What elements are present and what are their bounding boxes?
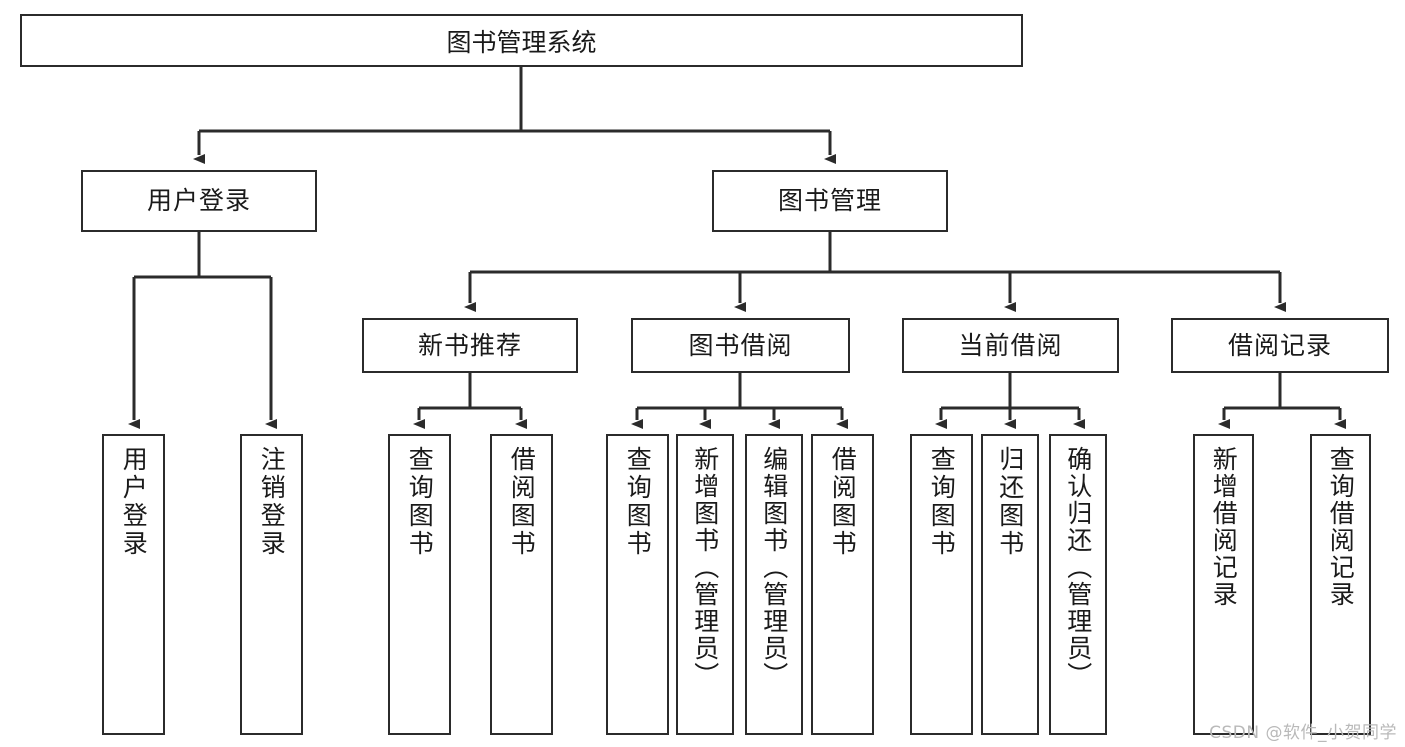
leaf-label: 查询借阅记录	[1326, 446, 1356, 608]
leaf-label: 新增图书（管理员）	[690, 446, 720, 689]
node-book-management[interactable]: 图书管理	[712, 170, 948, 232]
leaf-borrow-book[interactable]: 借阅图书	[811, 434, 874, 735]
leaf-query-borrow-record[interactable]: 查询借阅记录	[1310, 434, 1371, 735]
node-label: 图书管理	[777, 186, 882, 216]
leaf-add-borrow-record[interactable]: 新增借阅记录	[1193, 434, 1254, 735]
leaf-label: 查询图书	[927, 446, 957, 558]
node-label: 借阅记录	[1227, 330, 1332, 360]
node-label: 图书管理系统	[446, 27, 597, 57]
leaf-label: 借阅图书	[828, 446, 858, 558]
leaf-query-book-recommend[interactable]: 查询图书	[388, 434, 451, 735]
node-label: 图书借阅	[688, 330, 793, 360]
leaf-logout[interactable]: 注销登录	[240, 434, 303, 735]
leaf-query-book-borrow[interactable]: 查询图书	[606, 434, 669, 735]
leaf-label: 用户登录	[119, 446, 149, 558]
leaf-label: 新增借阅记录	[1209, 446, 1239, 608]
leaf-query-book-current[interactable]: 查询图书	[910, 434, 973, 735]
node-current-borrow[interactable]: 当前借阅	[902, 318, 1119, 373]
leaf-label: 借阅图书	[507, 446, 537, 558]
leaf-user-login[interactable]: 用户登录	[102, 434, 165, 735]
node-root-system[interactable]: 图书管理系统	[20, 14, 1023, 67]
leaf-confirm-return-admin[interactable]: 确认归还（管理员）	[1049, 434, 1107, 735]
node-label: 当前借阅	[958, 330, 1063, 360]
leaf-label: 查询图书	[623, 446, 653, 558]
watermark-text: CSDN @软件_小贺同学	[1209, 723, 1397, 743]
node-book-borrow[interactable]: 图书借阅	[631, 318, 850, 373]
leaf-label: 确认归还（管理员）	[1063, 446, 1093, 689]
leaf-label: 查询图书	[405, 446, 435, 558]
node-user-login[interactable]: 用户登录	[81, 170, 317, 232]
leaf-borrow-book-recommend[interactable]: 借阅图书	[490, 434, 553, 735]
leaf-edit-book-admin[interactable]: 编辑图书（管理员）	[745, 434, 803, 735]
leaf-add-book-admin[interactable]: 新增图书（管理员）	[676, 434, 734, 735]
node-label: 新书推荐	[417, 330, 522, 360]
leaf-label: 编辑图书（管理员）	[759, 446, 789, 689]
leaf-label: 注销登录	[257, 446, 287, 558]
leaf-return-book[interactable]: 归还图书	[981, 434, 1039, 735]
node-new-book-recommend[interactable]: 新书推荐	[362, 318, 578, 373]
node-borrow-records[interactable]: 借阅记录	[1171, 318, 1389, 373]
node-label: 用户登录	[146, 186, 251, 216]
leaf-label: 归还图书	[995, 446, 1025, 558]
